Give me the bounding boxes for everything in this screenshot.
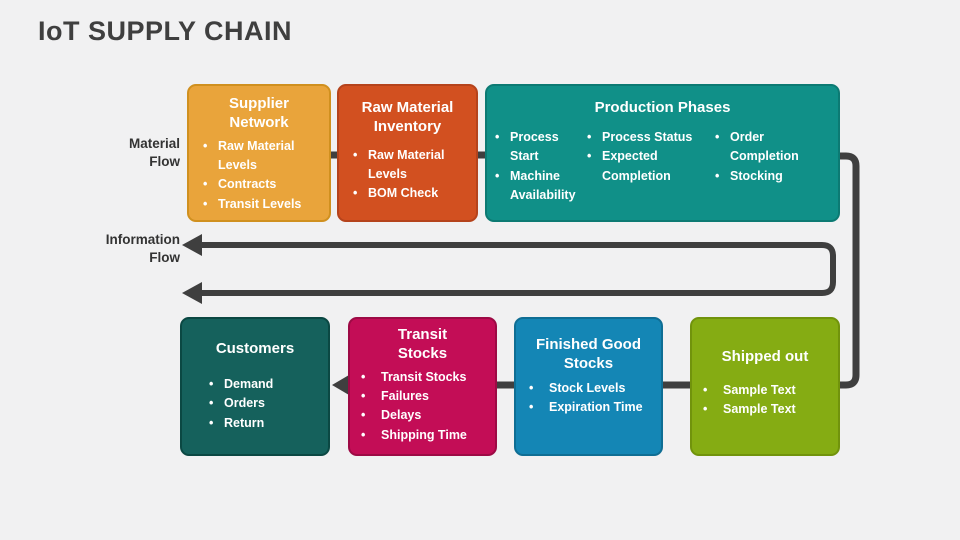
material-flow-elbow-path [839, 152, 860, 389]
bullet-item: Expiration Time [528, 398, 647, 418]
information-flow-arrowhead-top [182, 234, 202, 256]
box-raw-material-inventory-title: Raw Material Inventory [361, 99, 454, 135]
information-flow-arrowhead-bottom [182, 282, 202, 304]
bullet-item: Transit Stocks [360, 368, 493, 388]
page-title: IoT SUPPLY CHAIN [38, 16, 293, 46]
box-transit-stocks: Transit Stocks Transit Stocks Failures D… [348, 317, 497, 456]
box-transit-stocks-title: Transit Stocks [397, 326, 448, 362]
box-raw-material-inventory-list: Raw Material Levels BOM Check [352, 146, 472, 205]
box-finished-good-stocks-title: Finished Good Stocks [536, 336, 641, 372]
box-shipped-out-list: Sample Text Sample Text [702, 381, 836, 420]
bullet-item: Process Start [493, 128, 585, 167]
box-raw-material-inventory: Raw Material Inventory Raw Material Leve… [337, 84, 478, 222]
box-supplier-network: Supplier Network Raw Material Levels Con… [187, 84, 331, 222]
information-flow-label-line2: Flow [149, 249, 180, 265]
bullet-item: Raw Material Levels [352, 146, 472, 185]
material-flow-label: Material Flow [40, 135, 180, 171]
information-flow-return-path [200, 242, 836, 296]
box-customers-list: Demand Orders Return [208, 375, 324, 434]
bullet-item: Stock Levels [528, 379, 647, 399]
bullet-item: Sample Text [702, 381, 836, 401]
box-shipped-out-title: Shipped out [721, 348, 809, 365]
bullet-item: Order Completion [713, 128, 825, 167]
box-transit-stocks-list: Transit Stocks Failures Delays Shipping … [360, 368, 493, 446]
box-supplier-network-list: Raw Material Levels Contracts Transit Le… [202, 137, 325, 215]
box-customers: Customers Demand Orders Return [180, 317, 330, 456]
bullet-item: Demand [208, 375, 324, 395]
box-production-phases-columns: Process Start Machine Availability Proce… [493, 128, 838, 206]
box-finished-good-stocks: Finished Good Stocks Stock Levels Expira… [514, 317, 663, 456]
bullet-item: Stocking [713, 167, 825, 187]
bullet-item: Expected Completion [585, 147, 713, 186]
information-flow-label: Information Flow [40, 231, 180, 267]
box-finished-good-stocks-list: Stock Levels Expiration Time [528, 379, 647, 418]
material-flow-label-line2: Flow [149, 153, 180, 169]
bullet-item: BOM Check [352, 184, 472, 204]
bullet-item: Orders [208, 394, 324, 414]
bullet-item: Shipping Time [360, 426, 493, 446]
production-column-3: Order Completion Stocking [713, 128, 825, 206]
box-supplier-network-title: Supplier Network [228, 95, 289, 131]
box-production-phases-title: Production Phases [594, 99, 731, 116]
bullet-item: Machine Availability [493, 167, 585, 206]
bullet-item: Return [208, 414, 324, 434]
material-flow-label-line1: Material [128, 136, 180, 151]
bullet-item: Failures [360, 387, 493, 407]
bullet-item: Delays [360, 406, 493, 426]
box-shipped-out: Shipped out Sample Text Sample Text [690, 317, 840, 456]
box-production-phases: Production Phases Process Start Machine … [485, 84, 840, 222]
information-flow-label-line1: Information [105, 232, 180, 247]
bullet-item: Raw Material Levels [202, 137, 325, 176]
box-customers-title: Customers [215, 340, 295, 357]
bullet-item: Contracts [202, 175, 325, 195]
production-column-1: Process Start Machine Availability [493, 128, 585, 206]
bullet-item: Process Status [585, 128, 713, 148]
production-column-2: Process Status Expected Completion [585, 128, 713, 206]
bullet-item: Transit Levels [202, 195, 325, 215]
customers-arrowhead [332, 375, 349, 395]
bullet-item: Sample Text [702, 400, 836, 420]
